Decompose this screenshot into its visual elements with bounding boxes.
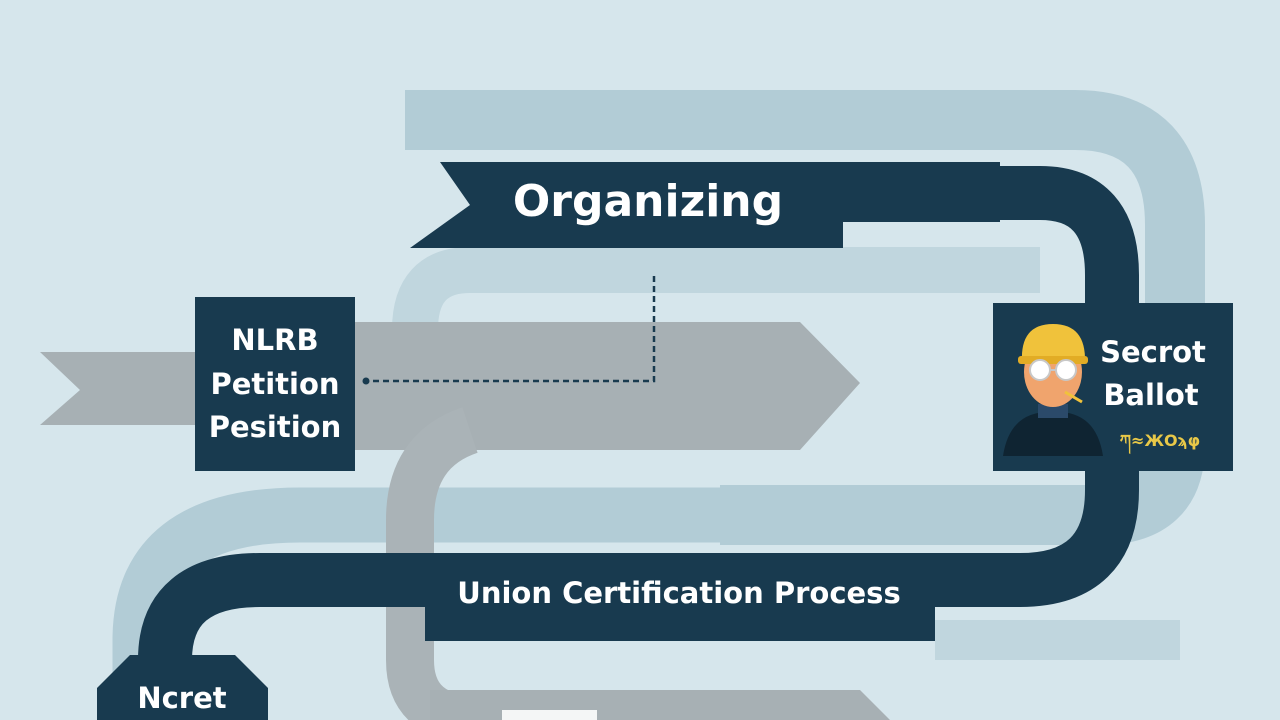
bottom-badge xyxy=(97,655,268,720)
petition-line-3: Pesition xyxy=(209,410,342,444)
organizing-title: Organizing xyxy=(513,176,783,227)
bottom-badge-text: Ncret xyxy=(137,681,226,715)
petition-line-1: NLRB xyxy=(231,323,318,357)
bottom-white-card xyxy=(502,710,597,720)
petition-line-2: Petition xyxy=(210,367,339,401)
dashed-connector xyxy=(366,276,656,383)
worker-hardhat-icon xyxy=(1003,324,1103,456)
navy-road xyxy=(820,166,1139,607)
organizing-banner xyxy=(410,162,1000,248)
ballot-line-2: Ballot xyxy=(1103,378,1198,412)
light-band-lower xyxy=(112,487,720,720)
connector-dot xyxy=(362,377,370,385)
process-banner xyxy=(425,553,935,641)
ballot-line-1: Secrot xyxy=(1100,335,1206,369)
light-band-inner-loop xyxy=(392,247,1040,331)
gray-road-bottom xyxy=(430,690,890,720)
process-label: Union Certification Process xyxy=(457,576,900,610)
navy-road-left xyxy=(138,553,430,720)
nlrb-petition-box xyxy=(195,297,355,471)
